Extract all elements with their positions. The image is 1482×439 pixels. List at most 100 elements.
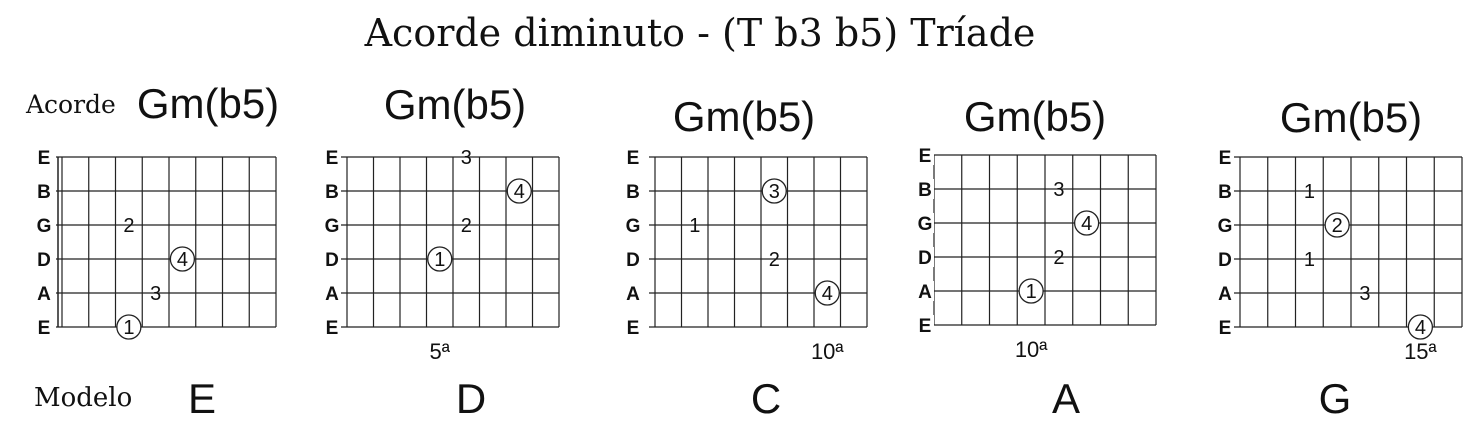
finger-mark: 1: [1304, 181, 1315, 203]
string-label: E: [326, 318, 339, 339]
finger-number: 1: [1026, 281, 1037, 303]
finger-number: 4: [1081, 213, 1092, 235]
string-label-bg: [35, 283, 53, 303]
finger-number: 1: [1304, 249, 1315, 271]
string-label-bg: [323, 249, 341, 269]
string-label-bg: [624, 181, 642, 201]
string-label: A: [1218, 284, 1232, 305]
string-label-bg: [624, 249, 642, 269]
string-label: E: [627, 148, 640, 169]
finger-mark: 2: [123, 215, 134, 237]
finger-number: 4: [1415, 317, 1426, 339]
root-circle: [1018, 278, 1044, 304]
string-label: B: [1218, 182, 1232, 203]
finger-number: 1: [1304, 181, 1315, 203]
finger-mark: 3: [461, 147, 472, 169]
string-label: A: [325, 284, 339, 305]
chord-name: Gm(b5): [964, 93, 1106, 140]
finger-number: 4: [514, 181, 525, 203]
string-label: E: [919, 146, 932, 167]
chord-name: Gm(b5): [1280, 94, 1422, 141]
chord-name: Gm(b5): [137, 80, 279, 127]
finger-number: 2: [123, 215, 134, 237]
string-label-bg: [323, 317, 341, 337]
root-circle: [814, 280, 840, 306]
finger-mark: 4: [1073, 210, 1100, 236]
model-letter: A: [1052, 375, 1080, 422]
string-label-bg: [916, 213, 934, 233]
string-label-bg: [323, 215, 341, 235]
root-circle: [427, 246, 453, 272]
string-label-bg: [916, 179, 934, 199]
chord-name: Gm(b5): [673, 93, 815, 140]
string-label-bg: [323, 181, 341, 201]
finger-mark: 4: [814, 280, 840, 306]
string-label-bg: [35, 215, 53, 235]
string-label: D: [325, 250, 339, 271]
finger-number: 4: [822, 283, 833, 305]
finger-mark: 2: [1053, 247, 1064, 269]
model-letter: C: [751, 375, 781, 422]
string-label-bg: [1216, 249, 1234, 269]
string-label: E: [38, 148, 51, 169]
string-label: A: [918, 282, 932, 303]
chord-name: Gm(b5): [384, 81, 526, 128]
string-label: G: [626, 216, 641, 237]
string-label-bg: [35, 317, 53, 337]
chord-row-label: Acorde: [25, 90, 116, 119]
string-label-bg: [35, 249, 53, 269]
string-label: B: [918, 180, 932, 201]
finger-mark: 1: [689, 215, 700, 237]
model-letter: D: [456, 375, 486, 422]
string-label-bg: [1216, 147, 1234, 167]
finger-number: 2: [1053, 247, 1064, 269]
string-label-bg: [624, 283, 642, 303]
model-letter: G: [1319, 375, 1352, 422]
finger-mark: 3: [761, 178, 787, 204]
finger-number: 3: [1053, 179, 1064, 201]
string-label-bg: [1216, 181, 1234, 201]
string-label: E: [1219, 148, 1232, 169]
finger-mark: 3: [1053, 179, 1064, 201]
string-label: D: [37, 250, 51, 271]
model-row-label: Modelo: [34, 383, 132, 413]
string-label: E: [326, 148, 339, 169]
string-label: D: [1218, 250, 1232, 271]
finger-number: 3: [769, 181, 780, 203]
finger-number: 3: [150, 283, 161, 305]
string-label: G: [37, 216, 52, 237]
string-label-bg: [624, 317, 642, 337]
string-label-bg: [1216, 215, 1234, 235]
string-label-bg: [624, 215, 642, 235]
fret-position-marker: 10ª: [1015, 337, 1048, 362]
finger-mark: 1: [116, 314, 142, 340]
finger-number: 2: [1332, 215, 1343, 237]
finger-number: 4: [177, 249, 188, 271]
root-circle: [116, 314, 142, 340]
string-label-bg: [916, 281, 934, 301]
finger-mark: 4: [506, 178, 532, 204]
finger-number: 2: [461, 215, 472, 237]
string-label: D: [626, 250, 640, 271]
root-circle: [506, 178, 532, 204]
string-label: G: [918, 214, 933, 235]
finger-mark: 3: [150, 283, 161, 305]
string-label: E: [1219, 318, 1232, 339]
string-label-bg: [35, 147, 53, 167]
string-label-bg: [1216, 317, 1234, 337]
root-circle: [1324, 212, 1350, 238]
string-label-bg: [916, 247, 934, 267]
root-circle: [1407, 314, 1434, 340]
finger-mark: 2: [461, 215, 472, 237]
finger-number: 1: [689, 215, 700, 237]
string-label-bg: [35, 181, 53, 201]
string-label: E: [919, 316, 932, 337]
string-label: A: [626, 284, 640, 305]
fret-position-marker: 15ª: [1404, 339, 1437, 364]
string-label-bg: [624, 147, 642, 167]
finger-number: 3: [1359, 283, 1370, 305]
